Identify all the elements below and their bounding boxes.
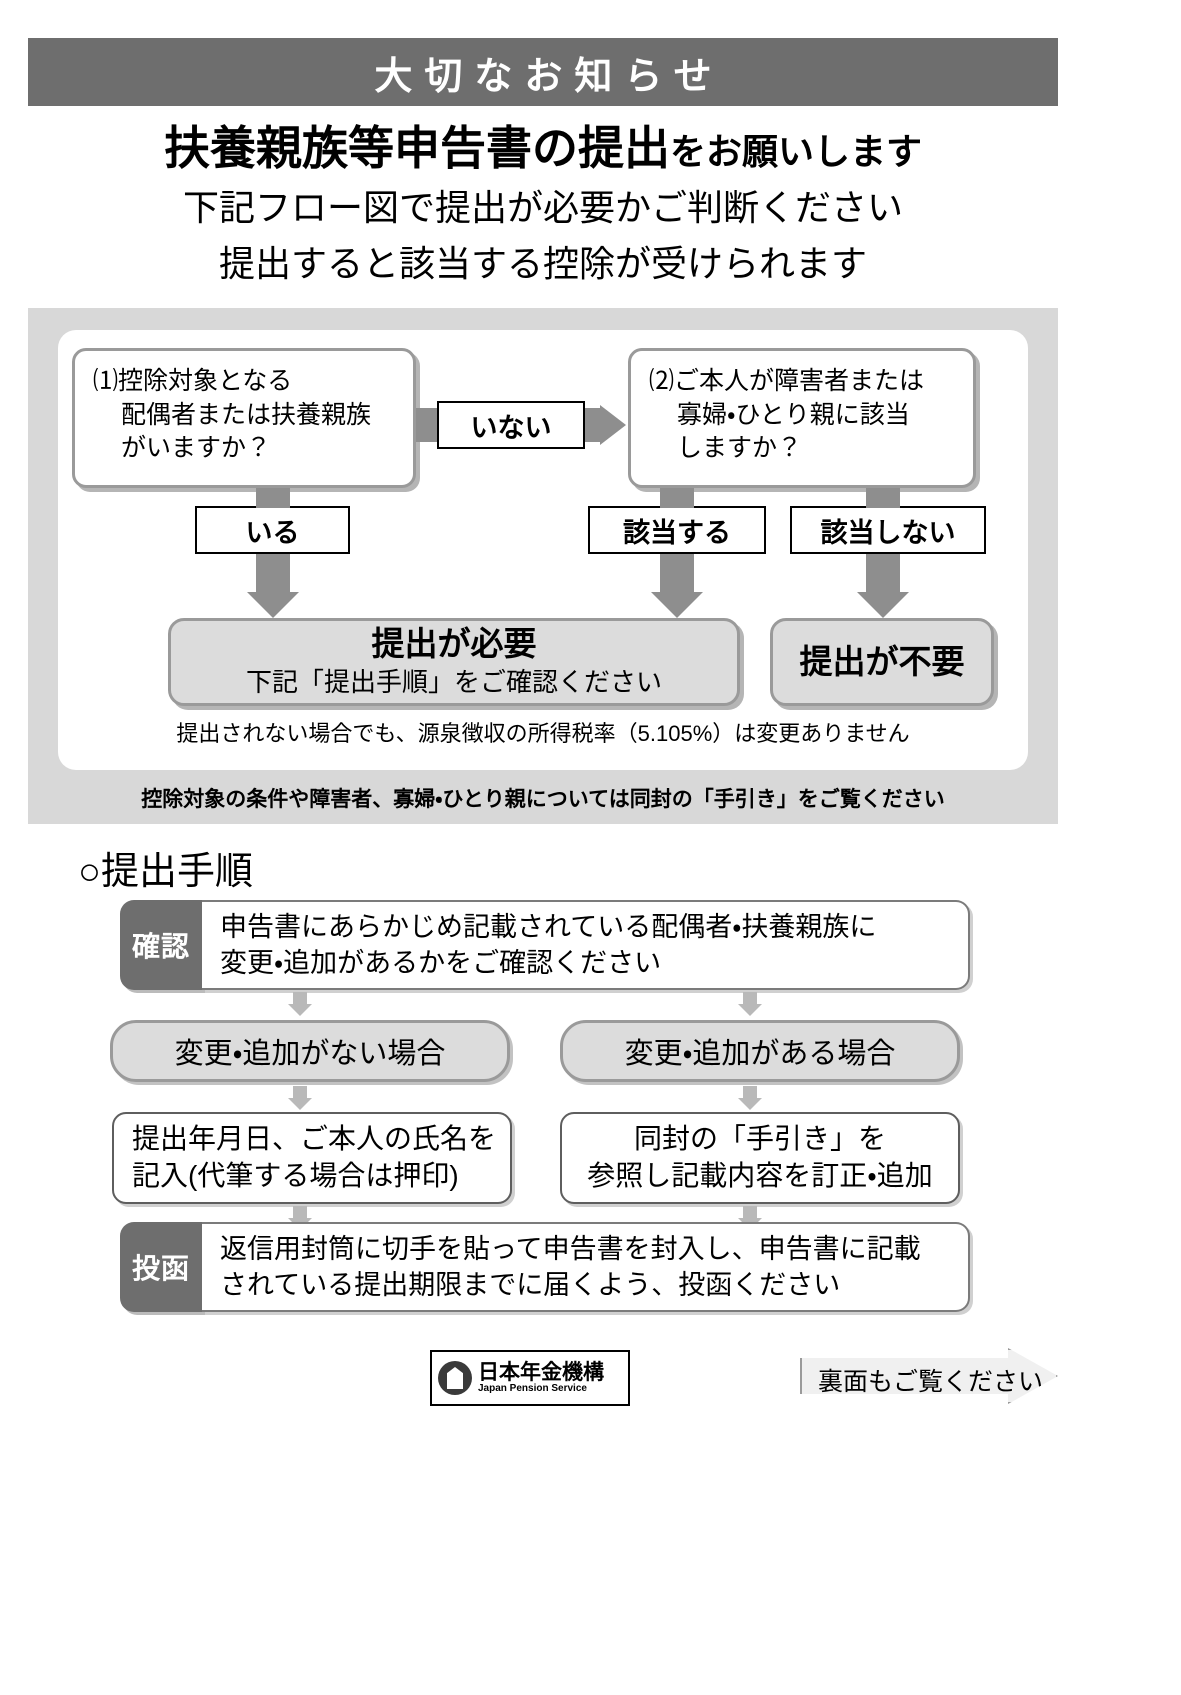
logo-name-en: Japan Pension Service — [478, 1382, 587, 1394]
procedure-action-left-line2: 記入(代筆する場合は押印) — [132, 1160, 459, 1191]
procedure-step-confirm-tag: 確認 — [120, 900, 202, 990]
flow-result-required: 提出が必要 下記「提出手順」をご確認ください — [168, 618, 740, 706]
flow-question-1: ⑴控除対象となる 配偶者または扶養親族 がいますか？ — [72, 348, 416, 488]
procedure-step-confirm-body: 申告書にあらかじめ記載されている配偶者・扶養親族に 変更・追加があるかをご確認く… — [202, 900, 970, 990]
flow-arrow-down-q2-right-head — [857, 592, 909, 618]
backside-notice-text: 裏面もご覧ください — [818, 1368, 1044, 1396]
procedure-action-left: 提出年月日、ご本人の氏名を 記入(代筆する場合は押印) — [112, 1112, 512, 1204]
flow-result-required-sub: 下記「提出手順」をご確認ください — [245, 666, 662, 697]
flow-question-1-line2: 配偶者または扶養親族 — [121, 400, 372, 429]
procedure-step-post-line2: されている提出期限までに届くよう、投函ください — [220, 1270, 841, 1300]
flow-arrow-down-q2-right-shaft — [866, 554, 900, 594]
procedure-heading: ○提出手順 — [78, 851, 253, 893]
page-title: 扶養親族等申告書の提出をお願いします — [28, 120, 1058, 178]
flow-question-1-line3: がいますか？ — [121, 434, 272, 462]
logo-name-jp: 日本年金機構 — [478, 1360, 604, 1384]
flow-result-not-required: 提出が不要 — [770, 618, 994, 706]
flow-label-gaito-suru: 該当する — [588, 506, 766, 554]
procedure-step-post: 投函 返信用封筒に切手を貼って申告書を封入し、申告書に記載 されている提出期限ま… — [120, 1222, 970, 1312]
procedure-arrow-down-left-1 — [288, 992, 312, 1016]
flow-panel-footnote: 控除対象の条件や障害者、寡婦・ひとり親については同封の「手引き」をご覧ください — [141, 788, 945, 811]
flow-question-2: ⑵ご本人が障害者または 寡婦・ひとり親に該当 しますか？ — [628, 348, 976, 488]
flow-note: 提出されない場合でも、源泉徴収の所得税率（5.105%）は変更ありません — [176, 721, 910, 746]
flow-arrow-down-q2-left-top — [660, 488, 694, 508]
flow-arrow-down-q2-left-shaft — [660, 554, 694, 594]
title-block: 扶養親族等申告書の提出をお願いします 下記フロー図で提出が必要かご判断ください … — [28, 120, 1058, 290]
japan-pension-service-logo: 日本年金機構 Japan Pension Service — [430, 1350, 630, 1406]
header-banner-title: 大切なお知らせ — [374, 55, 724, 98]
procedure-step-post-tag: 投函 — [120, 1222, 202, 1312]
procedure-branch-has-change: 変更・追加がある場合 — [560, 1020, 960, 1082]
flow-question-2-line2: 寡婦・ひとり親に該当 — [677, 400, 910, 429]
procedure-action-right-line1: 同封の「手引き」を — [633, 1123, 886, 1155]
page-title-strong: 扶養親族等申告書の提出 — [163, 122, 670, 174]
procedure-arrow-down-right-2 — [738, 1086, 762, 1110]
flow-question-2-line3: しますか？ — [677, 434, 803, 462]
procedure-arrow-down-right-1 — [738, 992, 762, 1016]
flow-arrow-down-q2-right-top — [866, 488, 900, 508]
flow-arrow-down-q2-left-head — [651, 592, 703, 618]
flow-label-inai: いない — [437, 401, 585, 449]
flow-question-1-line1: ⑴控除対象となる — [93, 367, 293, 395]
procedure-step-confirm: 確認 申告書にあらかじめ記載されている配偶者・扶養親族に 変更・追加があるかをご… — [120, 900, 970, 990]
page-subtitle-2: 提出すると該当する控除が受けられます — [218, 242, 867, 284]
procedure-step-confirm-line2: 変更・追加があるかをご確認ください — [220, 948, 662, 978]
flow-result-not-required-title: 提出が不要 — [799, 642, 965, 680]
procedure-action-right: 同封の「手引き」を 参照し記載内容を訂正・追加 — [560, 1112, 960, 1204]
flow-arrow-right-head — [600, 405, 626, 445]
pension-emblem-icon — [438, 1361, 472, 1395]
flow-question-2-line1: ⑵ご本人が障害者または — [649, 367, 925, 395]
procedure-action-right-line2: 参照し記載内容を訂正・追加 — [587, 1160, 933, 1191]
procedure-action-left-line1: 提出年月日、ご本人の氏名を — [132, 1123, 497, 1155]
procedure-arrow-down-left-2 — [288, 1086, 312, 1110]
flow-arrow-down-need-head — [247, 592, 299, 618]
flow-label-gaito-shinai: 該当しない — [790, 506, 986, 554]
flow-arrow-down-q1-top — [256, 488, 290, 508]
procedure-step-confirm-line1: 申告書にあらかじめ記載されている配偶者・扶養親族に — [220, 911, 877, 942]
flow-result-required-title: 提出が必要 — [371, 625, 537, 663]
procedure-step-post-body: 返信用封筒に切手を貼って申告書を封入し、申告書に記載 されている提出期限までに届… — [202, 1222, 970, 1312]
flow-arrow-right-shaft-right — [585, 408, 601, 442]
procedure-branch-no-change: 変更・追加がない場合 — [110, 1020, 510, 1082]
procedure-step-post-line1: 返信用封筒に切手を貼って申告書を封入し、申告書に記載 — [220, 1233, 921, 1264]
header-banner: 大切なお知らせ — [28, 38, 1058, 106]
page-title-tail: をお願いします — [669, 131, 922, 172]
flow-label-iru: いる — [195, 506, 350, 554]
page-subtitle-1: 下記フロー図で提出が必要かご判断ください — [182, 186, 903, 228]
backside-notice: 裏面もご覧ください — [800, 1348, 1058, 1404]
flow-arrow-down-need-shaft — [256, 554, 290, 594]
